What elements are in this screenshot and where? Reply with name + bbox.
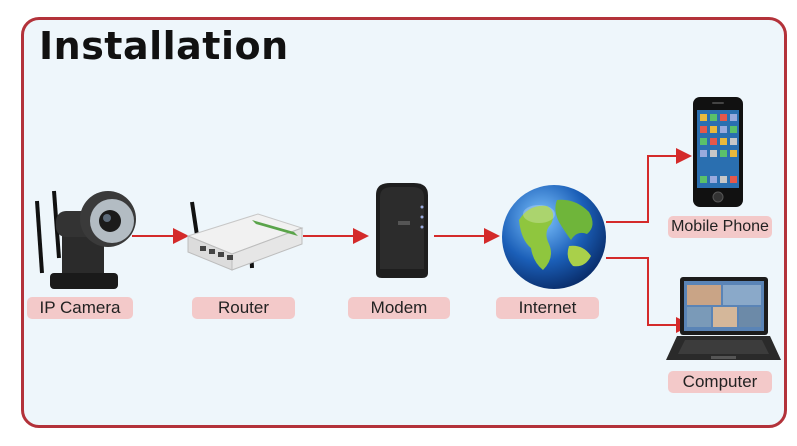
label-router: Router bbox=[192, 297, 295, 319]
arrow-internet-computer bbox=[606, 257, 692, 333]
ip-camera-icon bbox=[26, 183, 141, 298]
modem-icon bbox=[368, 181, 434, 286]
arrow-internet-phone bbox=[606, 148, 692, 223]
router-icon bbox=[180, 198, 305, 283]
laptop-icon bbox=[665, 276, 782, 371]
mobile-phone-icon bbox=[692, 96, 744, 213]
label-modem: Modem bbox=[348, 297, 450, 319]
label-computer: Computer bbox=[668, 371, 772, 393]
page-title: Installation bbox=[39, 24, 289, 68]
label-ip-camera: IP Camera bbox=[27, 297, 133, 319]
label-internet: Internet bbox=[496, 297, 599, 319]
label-mobile-phone: Mobile Phone bbox=[668, 216, 772, 238]
globe-icon bbox=[499, 182, 609, 297]
